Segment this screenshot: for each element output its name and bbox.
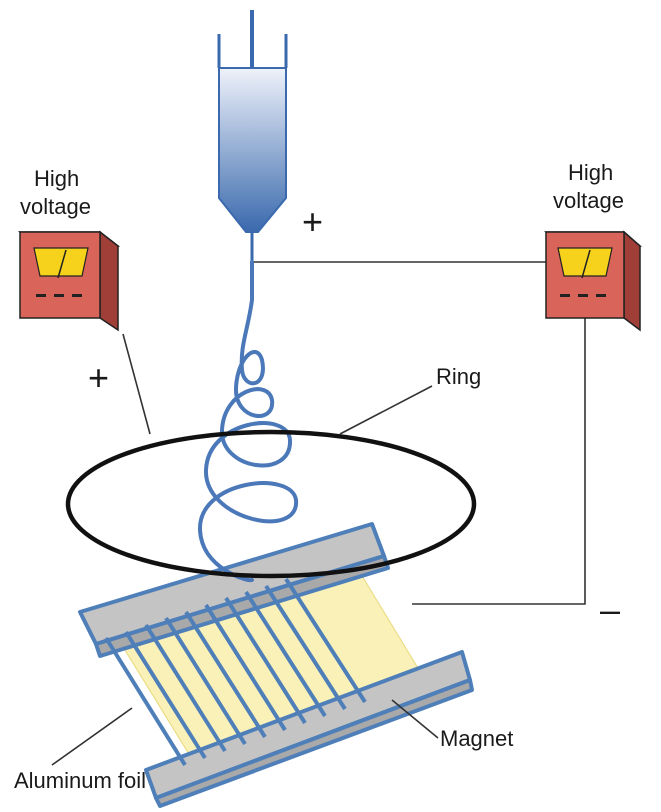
syringe [217, 10, 288, 262]
high-voltage-meter-right [544, 230, 642, 332]
sign-plus-needle: + [302, 201, 323, 242]
syringe-barrel [217, 34, 288, 68]
label-high-left-1: High [34, 166, 79, 191]
magnet-leader [391, 699, 439, 739]
ring-leader [339, 385, 433, 435]
label-voltage-right-2: voltage [553, 188, 624, 213]
label-ring: Ring [436, 364, 481, 389]
magnet-bar-bottom [144, 650, 474, 808]
collector-wires [104, 577, 367, 767]
leader-lines [51, 385, 439, 766]
syringe-body [218, 67, 287, 233]
fiber-jet [197, 260, 299, 583]
sign-minus-right: – [600, 589, 620, 630]
wires [122, 261, 586, 605]
label-voltage-left-2: voltage [20, 194, 91, 219]
meter-dial-right [557, 247, 613, 277]
label-aluminum-foil: Aluminum foil [14, 768, 146, 793]
high-voltage-meter-left [17, 230, 121, 332]
wire-left-meter-to-ring [122, 333, 151, 435]
label-magnet: Magnet [440, 726, 513, 751]
meter-dial-left [33, 247, 89, 277]
sign-plus-left: + [88, 357, 109, 398]
magnet-bar-top [78, 522, 390, 658]
foil-leader [51, 707, 133, 766]
label-high-right-1: High [568, 160, 613, 185]
ring [65, 429, 477, 579]
magnet-collector [78, 522, 474, 808]
wire-right-meter-to-foil [412, 318, 586, 605]
